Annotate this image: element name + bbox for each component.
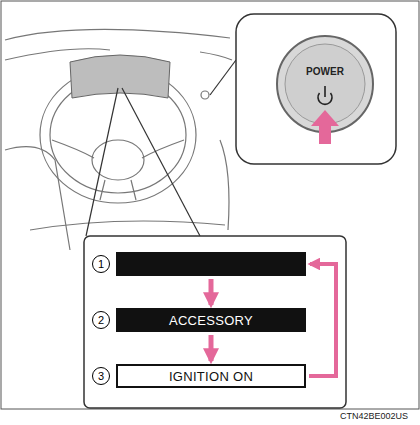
instrument-cluster [70,55,170,98]
callout-number: 2 [92,311,110,329]
callout-number: 3 [92,367,110,385]
mode-text: IGNITION ON [169,369,253,384]
inset-panel [236,14,396,164]
mode-bar [116,252,306,276]
mode-row: 3 IGNITION ON [92,364,306,388]
mode-text: ACCESSORY [169,313,253,328]
flow-arrow [309,264,336,376]
flow-arrow [209,279,214,305]
mode-bar: ACCESSORY [116,308,306,332]
mode-row: 2 ACCESSORY [92,308,306,332]
callout-number: 1 [92,255,110,273]
leader-line [86,60,236,236]
mode-row: 1 [92,252,306,276]
mode-bar: IGNITION ON [116,364,306,388]
figure-code: CTN42BE002US [340,411,408,421]
dashboard-sketch [5,29,232,250]
power-symbol [318,86,332,104]
frame [1,1,419,409]
flow-arrow [209,335,214,361]
press-arrow [311,110,339,144]
button-label: POWER [306,66,344,77]
mode-panel [84,236,346,408]
